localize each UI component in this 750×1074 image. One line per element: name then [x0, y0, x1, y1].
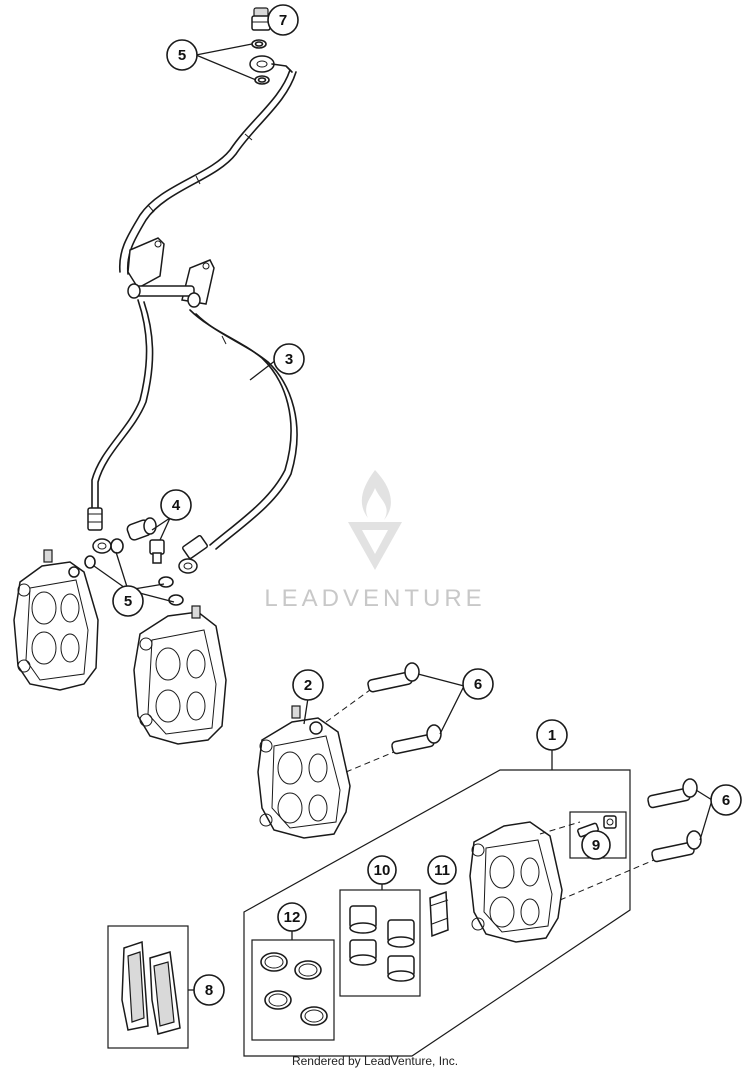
seal-ring — [300, 1006, 328, 1026]
callout-label: 6 — [474, 676, 482, 693]
callout-9: 9 — [581, 830, 611, 860]
watermark-flame-icon — [361, 470, 391, 520]
part-1-kit-outline — [243, 769, 631, 1057]
seal-ring — [294, 960, 322, 980]
piston — [387, 955, 415, 982]
leadventure-watermark: LEADVENTURE — [264, 470, 485, 612]
callout-12: 12 — [277, 902, 307, 932]
piston — [349, 939, 377, 966]
callout-2: 2 — [292, 669, 324, 701]
caliper-left-installed — [13, 549, 99, 691]
part-10-pistons-box — [339, 889, 421, 997]
watermark-text: LEADVENTURE — [264, 585, 485, 612]
part-12-seals-box — [251, 939, 335, 1041]
callout-11: 11 — [427, 855, 457, 885]
part-2-caliper — [257, 705, 351, 839]
callout-label: 5 — [178, 47, 186, 64]
part-8-pads-box — [107, 925, 189, 1049]
callout-label: 4 — [172, 497, 181, 514]
callout-5-top: 5 — [166, 39, 198, 71]
piston — [349, 905, 377, 934]
callout-1: 1 — [536, 719, 568, 751]
part-5-washers-bottom — [84, 538, 184, 606]
callout-label: 5 — [124, 593, 132, 610]
part-4-banjo-bolts — [126, 517, 165, 564]
footer-credit: Rendered by LeadVenture, Inc. — [291, 1054, 459, 1068]
callout-10: 10 — [367, 855, 397, 885]
callout-label: 12 — [284, 909, 301, 926]
callout-6-right: 6 — [710, 784, 742, 816]
caliper-middle-installed — [133, 605, 227, 745]
callout-6-mid: 6 — [462, 668, 494, 700]
watermark-v-icon — [348, 522, 402, 570]
callout-label: 7 — [279, 12, 287, 29]
callout-label: 2 — [304, 677, 312, 694]
part-9-bleeder-box — [569, 811, 627, 859]
callout-7: 7 — [267, 4, 299, 36]
seal-ring — [264, 990, 292, 1010]
part-6-bolts-mid — [325, 662, 442, 773]
callout-label: 10 — [374, 862, 391, 879]
callout-5-bottom: 5 — [112, 585, 144, 617]
piston — [387, 919, 415, 948]
callout-8: 8 — [193, 974, 225, 1006]
part-11-clip — [429, 890, 449, 938]
callout-label: 9 — [592, 837, 600, 854]
callout-3: 3 — [273, 343, 305, 375]
seal-ring — [260, 952, 288, 972]
callout-label: 3 — [285, 351, 293, 368]
callout-label: 8 — [205, 982, 213, 999]
callout-label: 11 — [434, 862, 450, 879]
callout-label: 6 — [722, 792, 730, 809]
callout-label: 1 — [548, 727, 556, 744]
part-1-caliper — [469, 821, 581, 943]
callout-4: 4 — [160, 489, 192, 521]
part-6-bolts-right — [559, 778, 702, 901]
part-3-brake-line — [87, 55, 298, 574]
